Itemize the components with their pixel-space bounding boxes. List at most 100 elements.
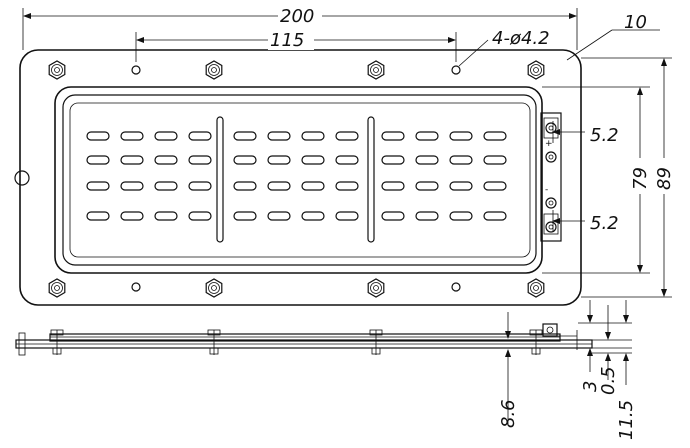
vent-slot (154, 155, 178, 165)
mounting-hole (451, 65, 461, 75)
dim-terminal-top: 5.2 (590, 125, 619, 146)
vent-slot (449, 211, 473, 221)
vent-slot (301, 131, 325, 141)
hex-nut-icon (367, 278, 385, 298)
vent-slot (335, 181, 359, 191)
side-bump (14, 170, 30, 186)
divider-bar-left (216, 116, 224, 243)
vent-slot (86, 155, 110, 165)
inner-recess-inner-outline (62, 94, 537, 266)
vent-slot (188, 181, 212, 191)
hex-nut-icon (48, 60, 66, 80)
vent-slot (267, 155, 291, 165)
dimensions-side-view: 8.6 3 0.5 11.5 (498, 300, 637, 440)
vent-slot (449, 155, 473, 165)
dim-hole-callout: 4-ø4.2 (492, 28, 550, 49)
side-bolt-icon (207, 329, 221, 355)
vent-slot (415, 181, 439, 191)
vent-slot (120, 155, 144, 165)
hex-nut-icon (205, 60, 223, 80)
vent-slot (267, 131, 291, 141)
dim-height-inner: 79 (630, 167, 651, 190)
vent-slot (267, 211, 291, 221)
outer-flange-outline (19, 49, 582, 306)
vent-slot (301, 181, 325, 191)
hex-nut-icon (48, 278, 66, 298)
vent-slot (415, 131, 439, 141)
vent-slot (233, 211, 257, 221)
dim-side-0-5: 0.5 (598, 366, 619, 395)
vent-slot (335, 131, 359, 141)
dim-terminal-bottom: 5.2 (590, 213, 619, 234)
side-body (49, 333, 561, 342)
vent-slot (154, 131, 178, 141)
side-end-bolt (18, 332, 26, 356)
vent-slot (188, 131, 212, 141)
side-bolt-icon (529, 329, 543, 355)
mounting-holes (131, 65, 461, 292)
hex-nut-icon (367, 60, 385, 80)
mounting-hole (131, 282, 141, 292)
vent-slot (120, 131, 144, 141)
vent-slot (120, 181, 144, 191)
side-bolts (18, 329, 543, 356)
terminal-screw-icon (545, 122, 557, 134)
vent-slot (233, 131, 257, 141)
vent-slot (154, 211, 178, 221)
hex-nut-icon (527, 278, 545, 298)
dim-corner-radius: 10 (624, 12, 647, 33)
vent-slot (86, 131, 110, 141)
terminal-screw-icon (545, 221, 557, 233)
vent-slot (483, 155, 507, 165)
vent-slot (381, 181, 405, 191)
side-terminal (542, 323, 558, 337)
mounting-hole (451, 282, 461, 292)
hex-nut-icon (527, 60, 545, 80)
dimensions-top-view: 200 115 4-ø4.2 10 79 89 5.2 5.2 (22, 4, 675, 298)
vent-slot (449, 131, 473, 141)
top-view: + - (14, 49, 582, 306)
vent-slot (267, 181, 291, 191)
vent-slot (233, 155, 257, 165)
dim-hole-spacing: 115 (270, 30, 304, 51)
vent-slot (449, 181, 473, 191)
vent-slot (154, 181, 178, 191)
side-bolt-icon (50, 329, 64, 355)
terminal-strip: + - (540, 112, 562, 242)
vent-slot (483, 181, 507, 191)
vent-slot (415, 211, 439, 221)
hex-nuts (48, 60, 545, 298)
vent-slot (86, 211, 110, 221)
vent-slot (301, 155, 325, 165)
vent-slot (483, 211, 507, 221)
side-bolt-icon (369, 329, 383, 355)
vent-slots (86, 131, 507, 221)
side-view (15, 323, 593, 356)
dim-side-3: 3 (580, 381, 601, 392)
vent-slot (335, 155, 359, 165)
terminal-screw-icon (545, 151, 557, 163)
vent-slot (335, 211, 359, 221)
vent-slot (188, 211, 212, 221)
dim-height-outer: 89 (654, 167, 675, 190)
dim-side-8-6: 8.6 (498, 399, 519, 428)
inner-recess-outline (54, 86, 543, 274)
dim-side-11-5: 11.5 (616, 400, 637, 440)
dim-overall-width: 200 (280, 6, 314, 27)
vent-slot (381, 211, 405, 221)
vent-slot (120, 211, 144, 221)
mounting-hole (131, 65, 141, 75)
vent-slot (381, 131, 405, 141)
terminal-screw-icon (545, 197, 557, 209)
grille-plate-outline (69, 102, 531, 258)
divider-bar-right (367, 116, 375, 243)
hex-nut-icon (205, 278, 223, 298)
vent-slot (188, 155, 212, 165)
svg-text:-: - (545, 185, 548, 195)
vent-slot (415, 155, 439, 165)
svg-text:+: + (545, 139, 553, 149)
vent-slot (86, 181, 110, 191)
vent-slot (381, 155, 405, 165)
vent-slot (483, 131, 507, 141)
